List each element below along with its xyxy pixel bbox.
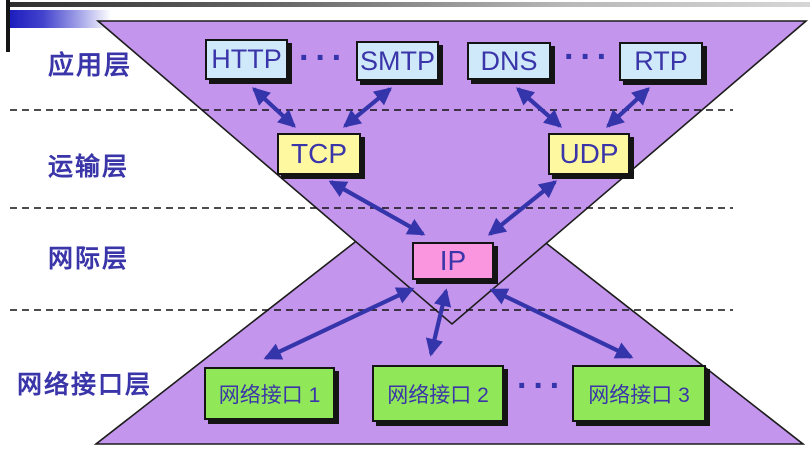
box-ip: IP bbox=[412, 242, 494, 280]
box-network-interface-3: 网络接口 3 bbox=[572, 365, 706, 422]
box-network-interface-2: 网络接口 2 bbox=[372, 365, 504, 422]
box-dns: DNS bbox=[467, 42, 551, 80]
box-http: HTTP bbox=[205, 39, 288, 80]
layer-label-network-interface: 网络接口层 bbox=[17, 371, 153, 399]
ellipsis-dots-interface: ··· bbox=[517, 367, 566, 405]
box-smtp: SMTP bbox=[356, 41, 439, 81]
arrow-http-tcp bbox=[252, 87, 296, 128]
arrow-dns-udp bbox=[516, 87, 562, 128]
arrow-tcp-ip bbox=[328, 180, 426, 236]
layer-label-transport: 运输层 bbox=[48, 153, 130, 181]
box-tcp: TCP bbox=[277, 133, 361, 175]
arrow-rtp-udp bbox=[606, 87, 650, 128]
arrow-ip-interface2 bbox=[425, 288, 452, 357]
top-rule-decoration bbox=[7, 2, 810, 7]
corner-vertical-line-decoration bbox=[6, 0, 10, 52]
blue-gradient-bar-decoration bbox=[10, 10, 120, 28]
box-network-interface-1: 网络接口 1 bbox=[204, 367, 335, 420]
box-udp: UDP bbox=[548, 133, 630, 175]
ellipsis-dots-application-left: ··· bbox=[299, 39, 348, 77]
box-rtp: RTP bbox=[619, 42, 703, 81]
layer-label-application: 应用层 bbox=[48, 50, 133, 80]
ellipsis-dots-application-right: ··· bbox=[564, 38, 613, 76]
arrow-ip-interface1 bbox=[263, 287, 415, 360]
arrow-smtp-tcp bbox=[342, 87, 393, 128]
arrow-udp-ip bbox=[487, 180, 558, 236]
layer-label-internet: 网际层 bbox=[48, 245, 130, 273]
arrow-ip-interface3 bbox=[489, 288, 634, 359]
